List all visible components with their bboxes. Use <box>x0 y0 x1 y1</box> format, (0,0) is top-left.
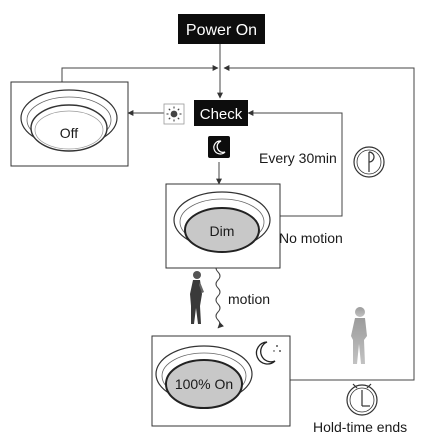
walking-person-icon <box>190 271 204 324</box>
moon-icon <box>208 136 230 158</box>
sun-icon <box>163 103 185 125</box>
check-label: Check <box>200 106 243 123</box>
moon-stars-icon <box>255 341 281 365</box>
power-on-node: Power On <box>178 14 265 44</box>
loop-hold-time <box>223 65 415 381</box>
check-node: Check <box>194 100 248 126</box>
dim-lamp-node: Dim <box>165 183 281 269</box>
clock-icon <box>346 383 378 416</box>
loop-from-off <box>61 65 219 82</box>
motion-label: motion <box>228 291 270 307</box>
loop-no-motion <box>247 110 343 217</box>
hold-time-ends-label: Hold-time ends <box>313 419 407 435</box>
no-motion-label: No motion <box>279 230 343 246</box>
walking-person-icon <box>351 307 367 364</box>
off-lamp-node: Off <box>10 81 129 167</box>
dim-label: Dim <box>210 223 235 239</box>
connectors <box>61 44 415 381</box>
arrow-motion <box>215 263 224 329</box>
every-30min-label: Every 30min <box>259 150 337 166</box>
power-on-label: Power On <box>186 22 257 39</box>
off-label: Off <box>60 125 79 141</box>
full-on-label: 100% On <box>175 376 233 392</box>
clock-icon <box>353 146 385 178</box>
full-on-lamp-node: 100% On <box>151 335 291 427</box>
